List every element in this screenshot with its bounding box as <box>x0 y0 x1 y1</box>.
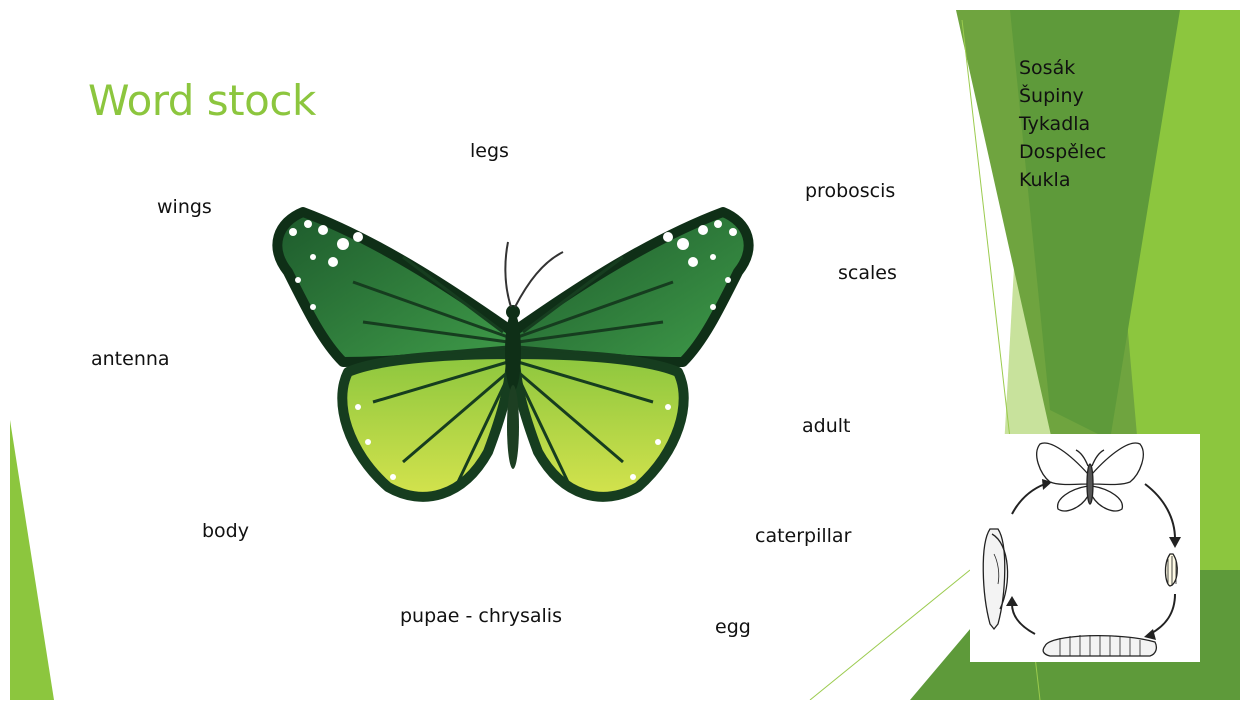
czech-word: Kukla <box>1019 166 1106 194</box>
left-green-accent <box>10 420 54 700</box>
word-scales: scales <box>838 262 897 284</box>
czech-word: Dospělec <box>1019 138 1106 166</box>
word-proboscis: proboscis <box>805 180 895 202</box>
left-forewing <box>277 212 513 362</box>
word-wings: wings <box>157 196 212 218</box>
butterfly-abdomen <box>507 385 519 469</box>
word-pupae-chrysalis: pupae - chrysalis <box>400 605 562 627</box>
czech-word: Šupiny <box>1019 82 1106 110</box>
word-antenna: antenna <box>91 348 170 370</box>
czech-word: Sosák <box>1019 54 1106 82</box>
word-body: body <box>202 520 249 542</box>
word-adult: adult <box>802 415 850 437</box>
czech-word-list: Sosák Šupiny Tykadla Dospělec Kukla <box>1019 54 1106 194</box>
butterfly-head <box>506 305 520 319</box>
life-cycle-diagram <box>970 434 1200 662</box>
butterfly-antennae <box>505 242 563 307</box>
slide-title: Word stock <box>88 76 316 125</box>
caterpillar-stage <box>1043 635 1156 656</box>
slide: Word stock legs wings proboscis scales a… <box>10 10 1240 700</box>
word-caterpillar: caterpillar <box>755 525 851 547</box>
word-egg: egg <box>715 616 751 638</box>
butterfly-body <box>505 312 521 392</box>
czech-word: Tykadla <box>1019 110 1106 138</box>
egg-stage <box>1165 554 1177 586</box>
butterfly-illustration <box>263 202 763 512</box>
right-forewing <box>513 212 749 362</box>
word-legs: legs <box>470 140 509 162</box>
